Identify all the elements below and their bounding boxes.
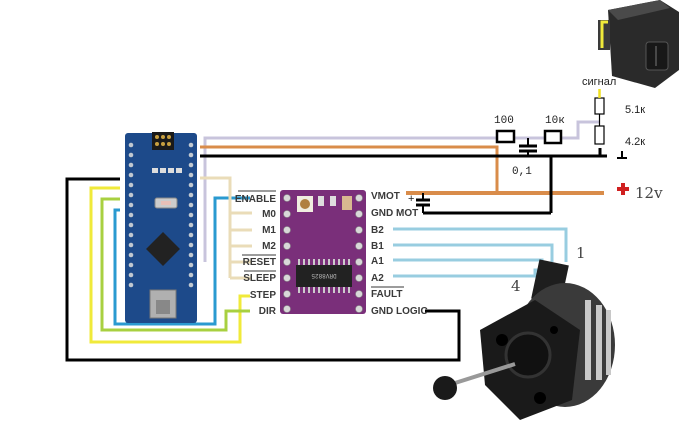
label-resistor-4-2k: 4.2к [625,136,645,148]
yellow-step-wire [89,186,250,344]
capacitor-0-1 [519,138,537,156]
green-dir-wire [100,197,250,332]
pin-label-a2: A2 [371,273,384,284]
motor-wire-b2 [393,227,568,262]
nano-pin-row-right [188,142,194,288]
nano-pin-row-left [128,142,134,288]
motor-wire-a1 [393,258,544,268]
power-plus-icon [617,183,629,195]
resistor-100 [495,129,516,144]
pin-label-dir: DIR [259,306,277,317]
blue-enable-wire [113,196,250,326]
resistor-5-1k [594,97,605,115]
stepper-motor [433,259,615,420]
label-resistor-10k: 10к [545,115,565,127]
driver-pins-right [355,194,363,313]
motor-wire-a2 [393,268,540,278]
pin-label-fault: FAULT [371,289,402,300]
lavender-wire-top [203,136,498,262]
pin-label-sleep: SLEEP [243,273,276,284]
pin-label-b2: B2 [371,225,384,236]
pin-label-vmot: VMOT [371,191,400,202]
arduino-nano-board [125,132,197,323]
switch-signal-wire [600,20,608,48]
label-signal: сигнал [582,76,616,88]
pin-label-gnd-mot: GND MOT [371,208,418,219]
motor-wire-b1 [393,243,554,262]
pin-label-enable: ENABLE [235,194,276,205]
motor-pin-1-label: 1 [576,244,586,262]
lavender-wire-right [561,120,600,140]
motor-pin-4-label: 4 [511,277,521,295]
ground-symbol-icon [617,151,627,159]
label-12v: 12v [635,184,663,202]
pin-label-m2: M2 [262,241,276,252]
orange-wire-top [200,145,499,193]
rocker-switch [598,0,679,88]
capacitor-vmot [416,193,430,213]
black-gnd-logic-wire [65,177,461,362]
pin-label-m1: M1 [262,225,276,236]
resistor-10k [543,129,563,145]
pin-label-m0: M0 [262,209,276,220]
label-resistor-100: 100 [494,115,514,127]
chip-marking: DRV8825 [311,272,337,279]
driver-pins-left [283,194,291,313]
pin-label-a1: A1 [371,256,384,267]
pin-label-gnd-logic: GND LOGIC [371,306,428,317]
pin-label-step: STEP [250,290,276,301]
label-capacitor: 0,1 [512,166,532,178]
drv8825-driver-board [280,190,366,314]
resistor-4-2k [594,125,605,145]
label-resistor-5-1k: 5.1к [625,104,645,116]
pin-label-b1: B1 [371,241,384,252]
pin-label-reset: RESET [243,257,276,268]
label-cap-plus: + [408,193,414,205]
